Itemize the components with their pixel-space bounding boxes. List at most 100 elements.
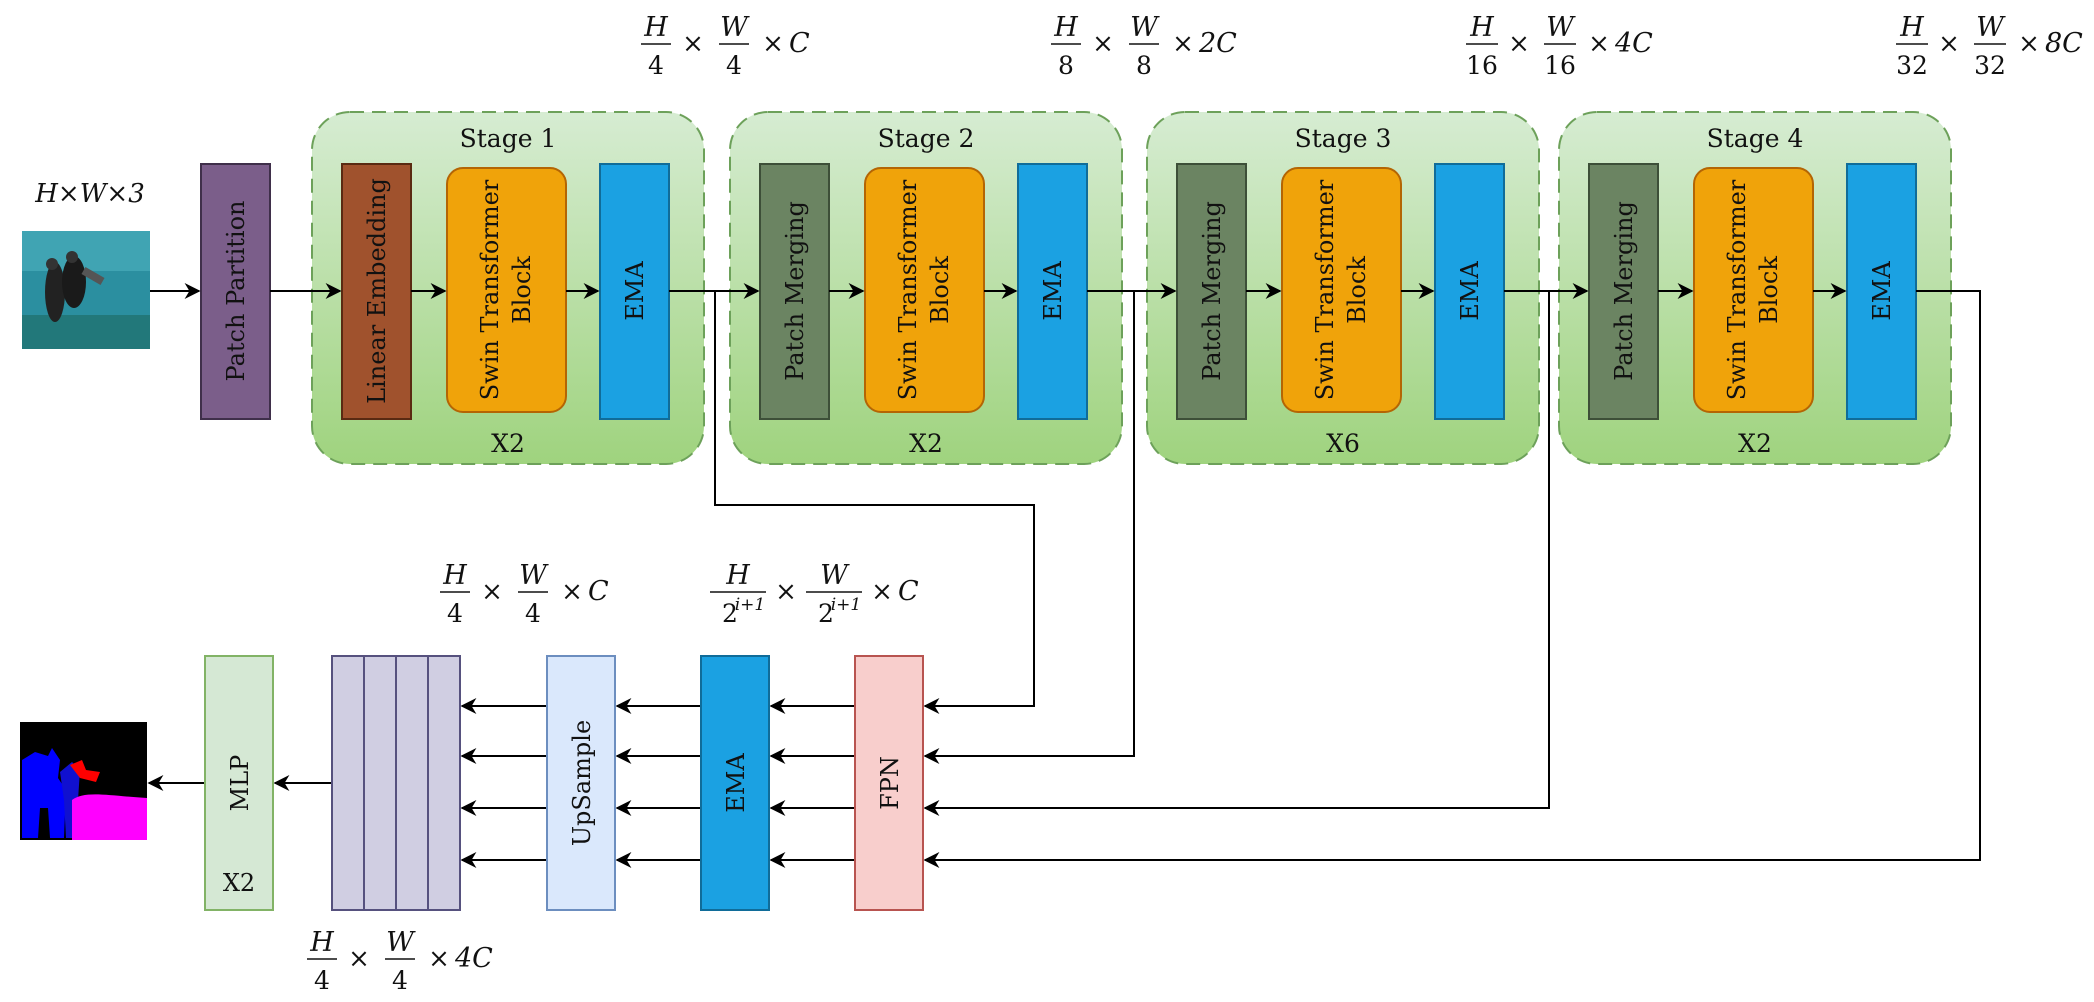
patch-merging-block <box>1588 163 1659 420</box>
stage-title: Stage 3 <box>1295 124 1392 153</box>
stage-title: Stage 4 <box>1707 124 1804 153</box>
skip-stage3-to-fpn <box>923 291 1550 816</box>
width-fraction: W4 <box>385 927 416 995</box>
fpn-out-dims: H2i+1×W2i+1×C <box>710 560 919 628</box>
times-symbol: × <box>871 577 893 607</box>
fraction-denominator: 8 <box>1136 51 1152 80</box>
height-fraction: H32 <box>1896 12 1928 80</box>
swin-label-line1: Swin Transformer <box>1311 179 1339 400</box>
channel-label: C <box>789 28 810 59</box>
fraction-numerator: W <box>519 560 549 591</box>
stage-repeat-label: X6 <box>1326 429 1360 458</box>
width-fraction: W4 <box>518 560 549 628</box>
fraction-denominator: 4 <box>447 599 463 628</box>
height-fraction: H8 <box>1051 12 1081 80</box>
ema-label: EMA <box>1039 261 1067 321</box>
skip-stage2-to-fpn <box>923 291 1135 764</box>
swin-transformer-block <box>446 167 567 413</box>
times-symbol: × <box>682 29 704 59</box>
swin-label-line1: Swin Transformer <box>1723 179 1751 400</box>
fraction-numerator: H <box>309 927 334 958</box>
fraction-denominator: 2 <box>722 599 738 628</box>
fraction-denominator: 4 <box>648 51 664 80</box>
concat-block <box>331 655 461 911</box>
times-symbol: × <box>348 944 370 974</box>
stage-1-dims: H4×W4×C <box>641 12 810 80</box>
times-symbol: × <box>561 577 583 607</box>
height-fraction: H4 <box>641 12 671 80</box>
fraction-denominator: 4 <box>525 599 541 628</box>
width-fraction: W16 <box>1544 12 1576 80</box>
stage-4-dims: H32×W32×8C <box>1896 12 2083 80</box>
swin-transformer-block <box>1693 167 1814 413</box>
fraction-numerator: W <box>820 560 850 591</box>
fraction-exponent: i+1 <box>735 595 766 615</box>
fraction-denominator: 8 <box>1058 51 1074 80</box>
fraction-numerator: H <box>725 560 750 591</box>
patch-merging-label: Patch Merging <box>781 201 809 381</box>
swin-transformer-block <box>864 167 985 413</box>
ema-label: EMA <box>621 261 649 321</box>
stage-repeat-label: X2 <box>491 429 525 458</box>
fraction-numerator: H <box>442 560 467 591</box>
ema-block <box>1434 163 1505 420</box>
input-image <box>22 231 150 349</box>
fraction-numerator: H <box>1469 12 1494 43</box>
width-fraction: W8 <box>1129 12 1160 80</box>
fpn-block <box>854 655 924 911</box>
channel-label: 4C <box>454 943 493 974</box>
skip-stage1-to-fpn <box>714 291 1035 714</box>
concat-dims: H4×W4×4C <box>307 927 493 995</box>
patch-merging-label: Patch Merging <box>1198 201 1226 381</box>
stage-3-dims: H16×W16×4C <box>1466 12 1653 80</box>
height-fraction: H 16 <box>1466 12 1498 80</box>
fraction-numerator: W <box>720 12 750 43</box>
ema-label: EMA <box>1868 261 1896 321</box>
height-fraction: H 2i+1 <box>710 560 766 628</box>
fraction-numerator: W <box>1546 12 1576 43</box>
times-symbol: × <box>762 29 784 59</box>
times-symbol: × <box>481 577 503 607</box>
times-symbol: × <box>1938 29 1960 59</box>
swin-label-line2: Block <box>1755 256 1783 324</box>
fraction-denominator: 4 <box>314 966 330 995</box>
height-fraction: H4 <box>440 560 470 628</box>
fraction-denominator: 32 <box>1974 51 2006 80</box>
decoder: FPN EMA UpSample MLP X2 <box>204 655 924 911</box>
skip-stage4-to-fpn <box>923 290 1981 868</box>
channel-label: C <box>898 576 919 607</box>
swin-label-line2: Block <box>508 256 536 324</box>
height-fraction: H4 <box>307 927 337 995</box>
times-symbol: × <box>428 944 450 974</box>
stage-title: Stage 2 <box>878 124 975 153</box>
fraction-denominator: 16 <box>1466 51 1498 80</box>
fraction-numerator: W <box>386 927 416 958</box>
swin-transformer-block <box>1281 167 1402 413</box>
times-symbol: × <box>1588 29 1610 59</box>
width-fraction: W32 <box>1974 12 2006 80</box>
fraction-denominator: 4 <box>392 966 408 995</box>
mlp-block <box>204 655 274 911</box>
input-dims-label: H×W×3 <box>34 179 145 209</box>
swin-label-line2: Block <box>1343 256 1371 324</box>
fraction-numerator: H <box>1053 12 1078 43</box>
mlp-label: MLP <box>226 755 254 812</box>
swin-label-line2: Block <box>926 256 954 324</box>
swin-label-line1: Swin Transformer <box>894 179 922 400</box>
ema-block <box>599 163 670 420</box>
fraction-numerator: H <box>643 12 668 43</box>
times-symbol: × <box>1172 29 1194 59</box>
ema-label: EMA <box>1456 261 1484 321</box>
fpn-label: FPN <box>876 756 904 810</box>
fraction-denominator: 2 <box>818 599 834 628</box>
patch-partition-label: Patch Partition <box>222 201 250 382</box>
swin-label-line1: Swin Transformer <box>476 179 504 400</box>
mlp-repeat-label: X2 <box>223 869 255 897</box>
